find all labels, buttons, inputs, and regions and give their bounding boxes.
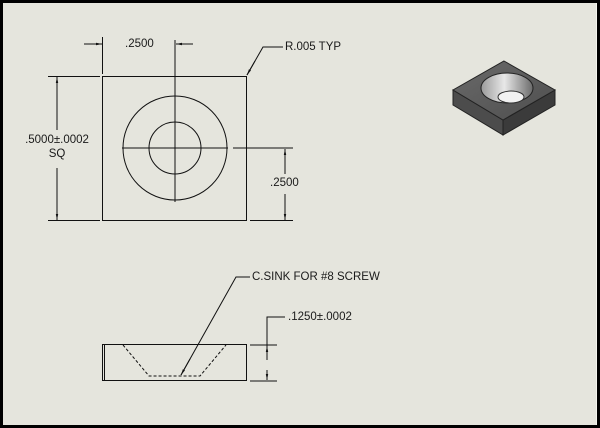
isometric-view: [452, 60, 557, 136]
top-view: [48, 37, 293, 221]
radius-leader: [246, 46, 283, 76]
top-width-dimension: .2500: [125, 38, 154, 50]
countersink-leader: [180, 276, 250, 376]
front-outline: [102, 344, 247, 381]
center-offset-dimension: .2500: [270, 177, 299, 189]
countersink-hidden-lines: [122, 344, 227, 377]
thickness-leader: [266, 316, 285, 360]
countersink-note: C.SINK FOR #8 SCREW: [252, 271, 380, 283]
iso-through-hole: [497, 90, 525, 104]
countersink-leader-arrow: [180, 358, 191, 376]
radius-note: R.005 TYP: [285, 41, 342, 53]
front-view: [102, 276, 285, 382]
thickness-dimension: .1250±.0002: [288, 311, 352, 323]
square-size-suffix: SQ: [48, 148, 66, 160]
radius-leader-arrow: [246, 60, 256, 76]
square-size-dimension: .5000±.0002: [25, 134, 89, 146]
